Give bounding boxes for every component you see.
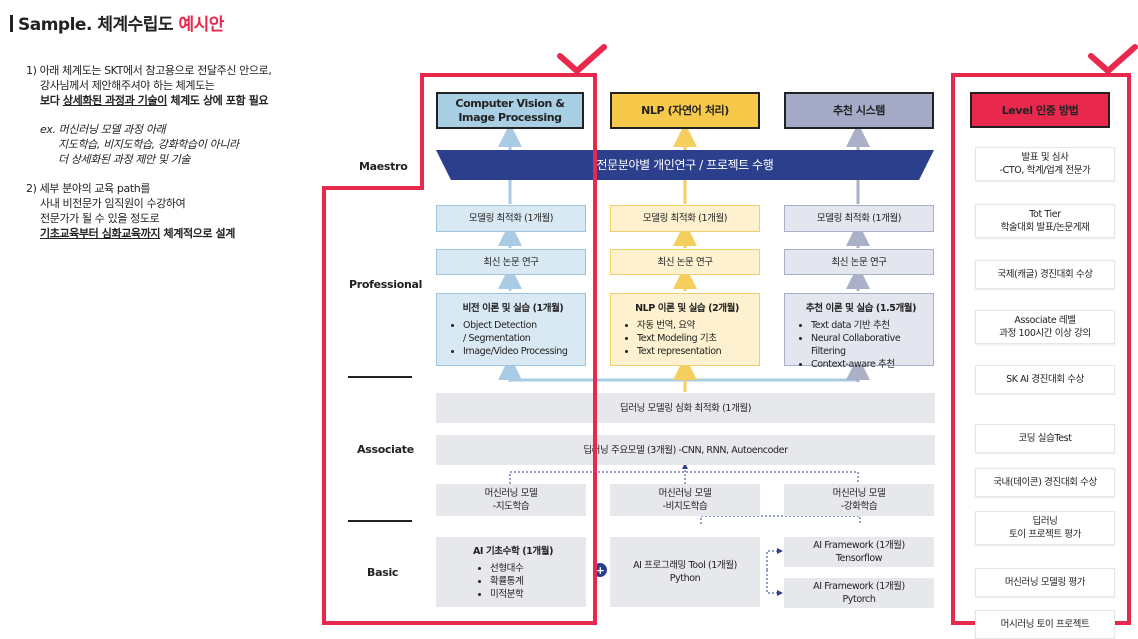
level-maestro: Maestro bbox=[359, 160, 408, 173]
level-cert-head: Level 인증 방법 bbox=[970, 92, 1110, 128]
note-2-line-4: 기초교육부터 심화교육까지 체계적으로 설계 bbox=[40, 227, 235, 240]
framework-tensorflow-box: AI Framework (1개월)Tensorflow bbox=[784, 537, 934, 567]
nlp-paper-box: 최신 논문 연구 bbox=[610, 249, 760, 275]
track-head-vision: Computer Vision &Image Processing bbox=[436, 92, 584, 129]
list-item: SK AI 경진대회 수상 bbox=[975, 365, 1115, 394]
example-line-1: ex. 머신러닝 모델 과정 아래 bbox=[40, 123, 166, 136]
vision-opt-box: 모델링 최적화 (1개월) bbox=[436, 205, 586, 232]
list-item: 미적분학 bbox=[490, 588, 578, 601]
example-line-3: 더 상세화된 과정 제안 및 기술 bbox=[58, 153, 191, 166]
nlp-opt-box: 모델링 최적화 (1개월) bbox=[610, 205, 760, 232]
list-item: 머신러닝 모델링 평가 bbox=[975, 568, 1115, 597]
ml-reinforcement-box: 머신러닝 모델-강화학습 bbox=[784, 484, 934, 516]
list-item: Neural Collaborative Filtering bbox=[811, 332, 925, 358]
example-line-2: 지도학습, 비지도학습, 강화학습이 아니라 bbox=[58, 138, 239, 151]
list-item: Object Detection bbox=[463, 319, 577, 332]
level-professional: Professional bbox=[349, 278, 423, 291]
list-item: Text representation bbox=[637, 345, 751, 358]
level-associate: Associate bbox=[357, 443, 414, 456]
track-head-recommendation: 추천 시스템 bbox=[784, 92, 934, 129]
note-2-line-1: 2) 세부 분야의 교육 path를 bbox=[26, 182, 151, 195]
note-1-line-1: 1) 아래 체계도는 SKT에서 참고용으로 전달주신 안으로, bbox=[26, 64, 272, 77]
note-1-line-3: 보다 상세화된 과정과 기술이 체계도 상에 포함 필요 bbox=[40, 94, 269, 107]
level-divider bbox=[348, 376, 412, 378]
maestro-banner: 전문분야별 개인연구 / 프로젝트 수행 bbox=[436, 150, 934, 180]
level-divider bbox=[348, 520, 412, 522]
note-2-line-2: 사내 비전문가 임직원이 수강하여 bbox=[40, 197, 186, 210]
rec-theory-box: 추천 이론 및 실습 (1.5개월) Text data 기반 추천 Neura… bbox=[784, 293, 934, 370]
notes-block: 1) 아래 체계도는 SKT에서 참고용으로 전달주신 안으로, 강사님께서 제… bbox=[26, 63, 346, 241]
list-item: 코딩 실습Test bbox=[975, 424, 1115, 453]
ml-supervised-box: 머신러닝 모델-지도학습 bbox=[436, 484, 586, 516]
level-basic: Basic bbox=[367, 566, 399, 579]
programming-box: AI 프로그래밍 Tool (1개월)Python bbox=[610, 537, 760, 607]
list-item: Context-aware 추천 bbox=[811, 358, 925, 371]
framework-pytorch-box: AI Framework (1개월)Pytorch bbox=[784, 578, 934, 608]
page-title: Sample. 체계수립도 예시안 bbox=[10, 10, 224, 35]
note-2-line-3: 전문가가 될 수 있을 정도로 bbox=[40, 212, 160, 225]
list-item: Image/Video Processing bbox=[463, 345, 577, 358]
math-basic-box: AI 기초수학 (1개월) 선형대수 확률통계 미적분학 bbox=[436, 537, 586, 607]
vision-highlight-frame bbox=[322, 73, 597, 625]
ml-unsupervised-box: 머신러닝 모델-비지도학습 bbox=[610, 484, 760, 516]
list-item: 국내(데이콘) 경진대회 수상 bbox=[975, 468, 1115, 497]
vision-paper-box: 최신 논문 연구 bbox=[436, 249, 586, 275]
list-item: 국제(캐글) 경진대회 수상 bbox=[975, 260, 1115, 289]
list-item: / Segmentation bbox=[463, 333, 531, 344]
deep-main-box: 딥러닝 주요모델 (3개월) -CNN, RNN, Autoencoder bbox=[436, 435, 935, 465]
vision-theory-box: 비전 이론 및 실습 (1개월) Object Detection / Segm… bbox=[436, 293, 586, 366]
list-item: 발표 및 심사-CTO, 학계/업계 전문가 bbox=[975, 147, 1115, 181]
list-item: Text data 기반 추천 bbox=[811, 319, 925, 332]
title-highlight: 예시안 bbox=[178, 15, 224, 35]
track-head-nlp: NLP (자연어 처리) bbox=[610, 92, 760, 129]
rec-paper-box: 최신 논문 연구 bbox=[784, 249, 934, 275]
list-item: Text Modeling 기초 bbox=[637, 332, 751, 345]
note-1-line-2: 강사님께서 제안해주셔야 하는 체계도는 bbox=[40, 79, 215, 92]
list-item: 선형대수 bbox=[490, 562, 578, 575]
list-item: 머시러닝 토이 프로젝트 bbox=[975, 610, 1115, 639]
list-item: 확률통계 bbox=[490, 575, 578, 588]
list-item: 자동 번역, 요약 bbox=[637, 319, 751, 332]
nlp-theory-box: NLP 이론 및 실습 (2개월) 자동 번역, 요약 Text Modelin… bbox=[610, 293, 760, 366]
deep-opt-box: 딥러닝 모델링 심화 최적화 (1개월) bbox=[436, 393, 935, 423]
title-bar bbox=[10, 15, 13, 32]
rec-opt-box: 모델링 최적화 (1개월) bbox=[784, 205, 934, 232]
